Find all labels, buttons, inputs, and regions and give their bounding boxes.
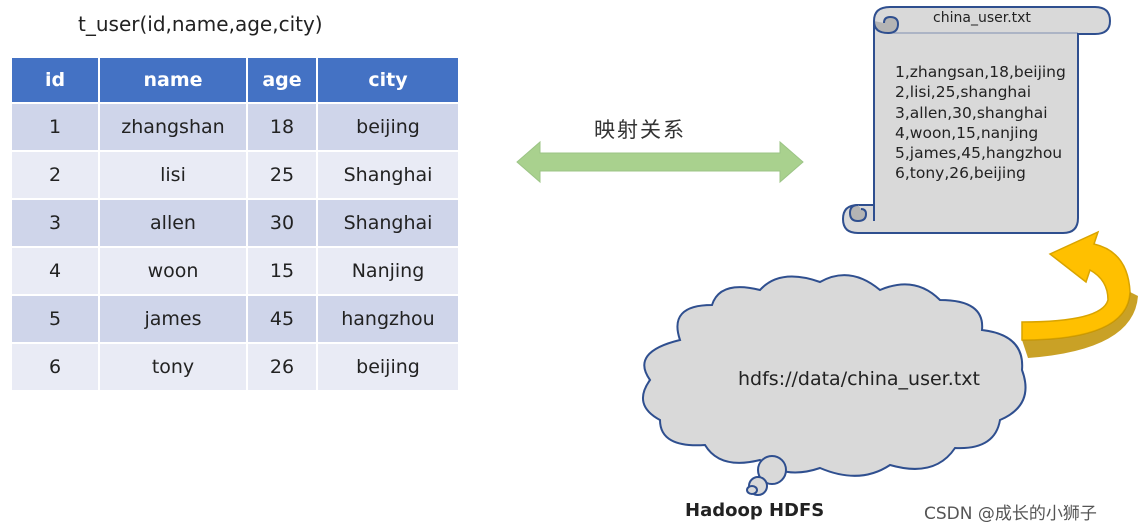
table-row: 3 allen 30 Shanghai [12, 199, 460, 248]
cell-name: lisi [99, 151, 248, 200]
file-line: 5,james,45,hangzhou [895, 144, 1063, 163]
cell-city: Shanghai [317, 151, 460, 200]
cell-id: 1 [12, 103, 100, 152]
table-row: 4 woon 15 Nanjing [12, 247, 460, 296]
table-title: t_user(id,name,age,city) [78, 12, 323, 36]
cell-age: 30 [247, 199, 318, 248]
table-row: 1 zhangshan 18 beijing [12, 103, 460, 152]
file-name: china_user.txt [933, 10, 1031, 26]
cell-city: hangzhou [317, 295, 460, 344]
user-table: id name age city 1 zhangshan 18 beijing … [12, 58, 460, 392]
hdfs-path: hdfs://data/china_user.txt [738, 368, 980, 390]
hdfs-label: Hadoop HDFS [685, 500, 825, 521]
cell-age: 45 [247, 295, 318, 344]
cell-name: woon [99, 247, 248, 296]
cell-name: zhangshan [99, 103, 248, 152]
cell-name: allen [99, 199, 248, 248]
table-row: 5 james 45 hangzhou [12, 295, 460, 344]
table-row: 2 lisi 25 Shanghai [12, 151, 460, 200]
table-header-row: id name age city [12, 58, 460, 104]
cell-id: 2 [12, 151, 100, 200]
cell-age: 18 [247, 103, 318, 152]
cell-age: 25 [247, 151, 318, 200]
cloud-icon [641, 274, 1027, 496]
bidirectional-arrow-icon [516, 140, 804, 184]
mapping-label: 映射关系 [594, 118, 686, 142]
column-header-city: city [317, 58, 460, 104]
cell-id: 5 [12, 295, 100, 344]
cell-age: 15 [247, 247, 318, 296]
cell-id: 3 [12, 199, 100, 248]
cell-city: beijing [317, 103, 460, 152]
column-header-age: age [247, 58, 318, 104]
file-line: 3,allen,30,shanghai [895, 103, 1048, 122]
scroll-icon [841, 6, 1112, 234]
file-line: 1,zhangsan,18,beijing [895, 63, 1066, 81]
cell-id: 4 [12, 247, 100, 296]
upload-arrow-icon [1021, 230, 1138, 358]
cell-name: tony [99, 343, 248, 392]
cell-id: 6 [12, 343, 100, 392]
column-header-name: name [99, 58, 248, 104]
table-row: 6 tony 26 beijing [12, 343, 460, 392]
cell-city: Shanghai [317, 199, 460, 248]
cell-name: james [99, 295, 248, 344]
cell-city: Nanjing [317, 247, 460, 296]
file-line: 4,woon,15,nanjing [895, 123, 1039, 142]
watermark: CSDN @成长的小狮子 [924, 504, 1097, 524]
cell-age: 26 [247, 343, 318, 392]
file-contents: 1,zhangsan,18,beijing 2,lisi,25,shanghai… [895, 62, 1066, 184]
file-line: 2,lisi,25,shanghai [895, 83, 1032, 102]
cell-city: beijing [317, 343, 460, 392]
file-line: 6,tony,26,beijing [895, 164, 1026, 183]
column-header-id: id [12, 58, 100, 104]
